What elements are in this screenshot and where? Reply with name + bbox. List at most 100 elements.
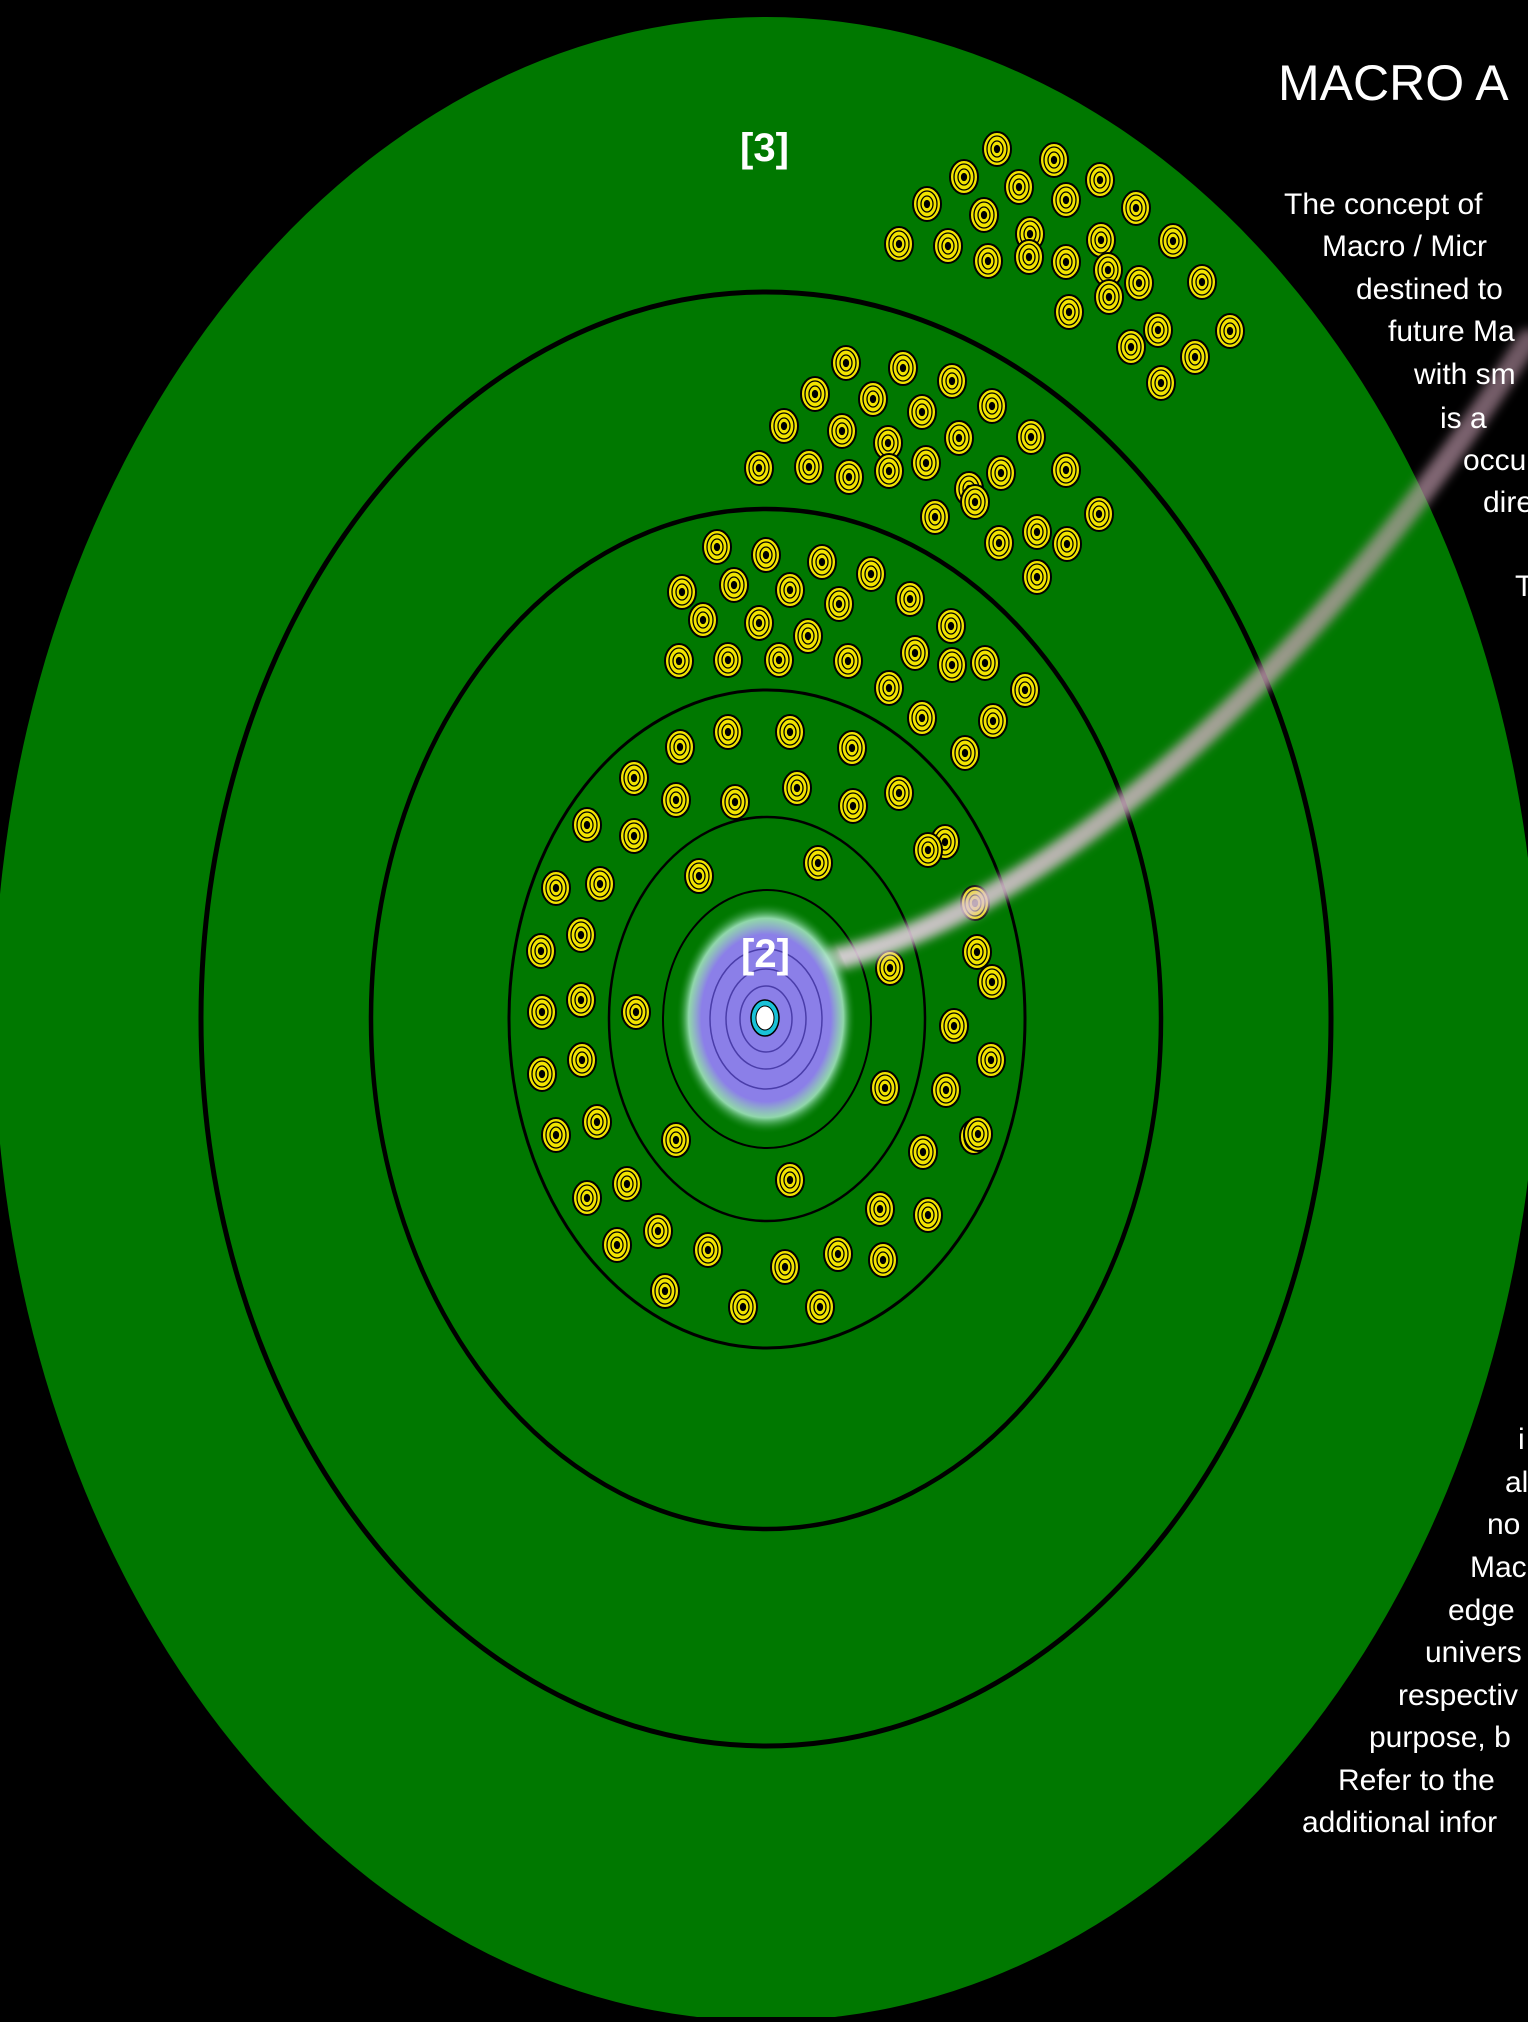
- cell-marker: [585, 866, 615, 902]
- cell-marker: [643, 1213, 673, 1249]
- cell-marker: [1187, 264, 1217, 300]
- cell-marker: [1158, 223, 1188, 259]
- cell-marker: [693, 1232, 723, 1268]
- cell-marker: [1051, 244, 1081, 280]
- text-line: dire: [1483, 486, 1528, 519]
- cell-marker: [527, 994, 557, 1030]
- cell-marker: [963, 1116, 993, 1152]
- cell-marker: [960, 484, 990, 520]
- cell-marker: [1022, 559, 1052, 595]
- cell-marker: [884, 775, 914, 811]
- cell-marker: [764, 642, 794, 678]
- cell-marker: [1143, 312, 1173, 348]
- cell-marker: [770, 1249, 800, 1285]
- cell-marker: [870, 1070, 900, 1106]
- cell-marker: [719, 567, 749, 603]
- cell-marker: [1014, 239, 1044, 275]
- text-line: future Ma: [1388, 315, 1515, 348]
- cell-marker: [702, 529, 732, 565]
- cell-marker: [526, 933, 556, 969]
- cell-marker: [665, 729, 695, 765]
- text-line: T: [1515, 570, 1528, 603]
- cell-marker: [937, 647, 967, 683]
- cell-marker: [1051, 452, 1081, 488]
- cell-marker: [888, 350, 918, 386]
- cell-marker: [962, 934, 992, 970]
- cell-marker: [1016, 419, 1046, 455]
- text-line: occu: [1463, 444, 1527, 477]
- cell-marker: [661, 1122, 691, 1158]
- cell-marker: [986, 455, 1016, 491]
- text-line: al: [1505, 1466, 1528, 1499]
- cell-marker: [793, 618, 823, 654]
- cell-marker: [913, 1197, 943, 1233]
- label-ring-3: [3]: [740, 126, 789, 170]
- cell-marker: [868, 1242, 898, 1278]
- cell-marker: [936, 608, 966, 644]
- core-center: [755, 1005, 775, 1031]
- cell-marker: [982, 131, 1012, 167]
- cell-marker: [978, 703, 1008, 739]
- cell-marker: [913, 832, 943, 868]
- cell-marker: [1085, 162, 1115, 198]
- cell-marker: [807, 544, 837, 580]
- cell-marker: [1039, 142, 1069, 178]
- cell-marker: [800, 376, 830, 412]
- text-line: with sm: [1414, 358, 1516, 391]
- cell-marker: [602, 1227, 632, 1263]
- cell-marker: [567, 1042, 597, 1078]
- cell-marker: [805, 1289, 835, 1325]
- text-line: Macro / Micr: [1322, 230, 1487, 263]
- cell-marker: [803, 845, 833, 881]
- cell-marker: [895, 581, 925, 617]
- cell-marker: [837, 730, 867, 766]
- cell-marker: [911, 445, 941, 481]
- cell-cluster: [526, 131, 1245, 1325]
- cell-marker: [874, 670, 904, 706]
- core-spiral: [709, 948, 823, 1090]
- cell-marker: [824, 586, 854, 622]
- cell-marker: [833, 643, 863, 679]
- cell-marker: [688, 602, 718, 638]
- cell-marker: [744, 450, 774, 486]
- cell-marker: [1121, 190, 1151, 226]
- text-line: The concept of: [1284, 188, 1483, 221]
- cell-marker: [976, 1042, 1006, 1078]
- cell-marker: [1086, 222, 1116, 258]
- ring-mid: [368, 506, 1164, 1532]
- text-line: univers: [1425, 1636, 1522, 1669]
- cell-marker: [1010, 672, 1040, 708]
- ring-outer: [198, 289, 1334, 1749]
- cell-marker: [1146, 365, 1176, 401]
- text-line: edge: [1448, 1594, 1515, 1627]
- cell-marker: [621, 994, 651, 1030]
- cell-marker: [541, 870, 571, 906]
- cell-marker: [944, 420, 974, 456]
- cell-marker: [933, 228, 963, 264]
- cell-marker: [973, 243, 1003, 279]
- cell-marker: [612, 1166, 642, 1202]
- cell-marker: [1052, 526, 1082, 562]
- cell-marker: [619, 760, 649, 796]
- cell-marker: [977, 964, 1007, 1000]
- cell-marker: [900, 635, 930, 671]
- cell-marker: [838, 788, 868, 824]
- cell-marker: [713, 714, 743, 750]
- cell-marker: [566, 917, 596, 953]
- cell-marker: [667, 574, 697, 610]
- cell-marker: [823, 1236, 853, 1272]
- cell-marker: [661, 782, 691, 818]
- cell-marker: [1116, 329, 1146, 365]
- cell-marker: [969, 197, 999, 233]
- cell-marker: [744, 605, 774, 641]
- cell-marker: [856, 556, 886, 592]
- cell-marker: [775, 572, 805, 608]
- cell-marker: [1004, 169, 1034, 205]
- text-line: destined to: [1356, 273, 1503, 306]
- cell-marker: [769, 408, 799, 444]
- cell-marker: [1051, 182, 1081, 218]
- cell-marker: [713, 642, 743, 678]
- cell-marker: [874, 453, 904, 489]
- cell-marker: [977, 388, 1007, 424]
